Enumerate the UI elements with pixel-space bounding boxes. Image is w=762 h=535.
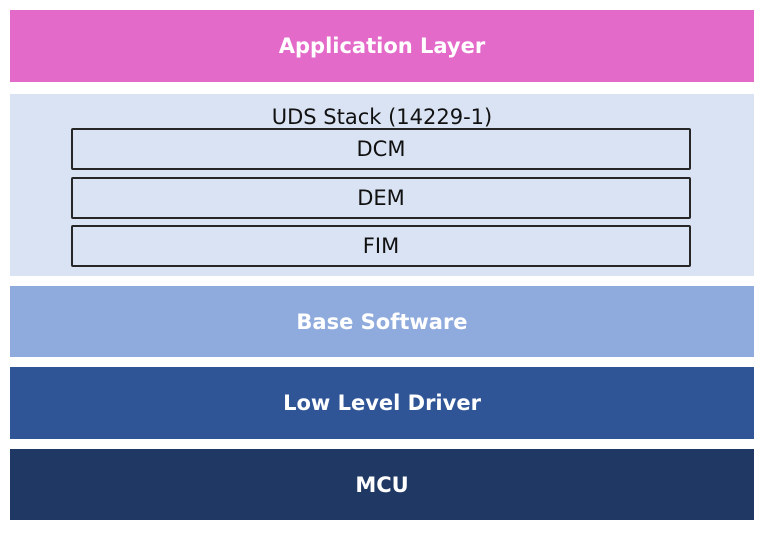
dem-module-label: DEM — [357, 186, 405, 210]
dcm-module-label: DCM — [356, 137, 406, 161]
application-layer-label: Application Layer — [278, 34, 486, 58]
dem-module: DEM — [71, 177, 691, 219]
application-layer: Application Layer — [10, 10, 754, 82]
mcu-layer: MCU — [10, 449, 754, 520]
base-software-layer: Base Software — [10, 286, 754, 357]
uds-stack-layer: UDS Stack (14229-1) DCM DEM FIM — [10, 94, 754, 276]
fim-module: FIM — [71, 225, 691, 267]
dcm-module: DCM — [71, 128, 691, 170]
uds-stack-title: UDS Stack (14229-1) — [271, 105, 493, 129]
low-level-driver-label: Low Level Driver — [283, 391, 481, 415]
base-software-label: Base Software — [296, 309, 468, 334]
fim-module-label: FIM — [362, 234, 400, 258]
low-level-driver-layer: Low Level Driver — [10, 367, 754, 439]
mcu-label: MCU — [355, 472, 409, 497]
